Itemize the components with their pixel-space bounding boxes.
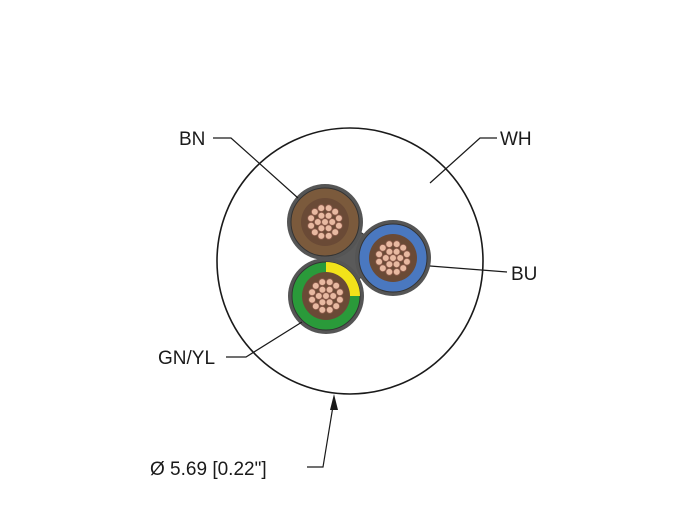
copper-strand — [324, 224, 333, 233]
copper-strand — [378, 244, 387, 252]
copper-strand — [403, 250, 411, 259]
copper-strand — [324, 204, 333, 212]
copper-strand — [325, 285, 334, 294]
leader-line-gnyl — [226, 321, 303, 358]
label-wh: WH — [500, 129, 532, 150]
copper-strand — [324, 232, 333, 240]
copper-strand — [308, 288, 316, 297]
copper-strand — [392, 247, 401, 256]
label-bn: BN — [179, 129, 205, 150]
label-bu: BU — [511, 264, 537, 285]
copper-strand — [317, 211, 326, 220]
label-diameter: Ø 5.69 [0.22"] — [150, 459, 267, 480]
copper-strand — [329, 292, 338, 300]
copper-strand — [311, 228, 319, 237]
copper-strand — [335, 221, 343, 230]
leader-line-wh — [429, 137, 497, 184]
copper-strand — [392, 240, 401, 248]
copper-strand — [392, 268, 401, 276]
copper-strand — [332, 281, 340, 290]
copper-strand — [399, 264, 408, 272]
copper-strand — [318, 298, 327, 307]
leader-line-diameter — [307, 399, 335, 468]
copper-strand — [335, 214, 343, 223]
copper-strand — [313, 218, 322, 226]
copper-strand — [324, 211, 333, 220]
copper-strand — [375, 250, 383, 259]
copper-strand — [310, 208, 319, 216]
copper-strands — [308, 278, 344, 314]
copper-strand — [381, 254, 390, 262]
leader-line-bu — [429, 265, 508, 273]
copper-strand — [312, 302, 320, 311]
copper-strand — [392, 260, 401, 269]
copper-strand — [389, 254, 397, 262]
leader-line-bn — [213, 137, 299, 199]
copper-strand — [336, 288, 344, 297]
copper-strand — [379, 264, 387, 273]
copper-strand — [318, 285, 327, 294]
copper-strand — [385, 268, 394, 276]
copper-strand — [314, 292, 323, 300]
copper-strand — [385, 240, 394, 248]
copper-strand — [385, 260, 394, 269]
copper-strand — [317, 224, 326, 233]
copper-strand — [321, 218, 329, 226]
copper-strand — [322, 292, 330, 300]
copper-strand — [311, 282, 320, 290]
copper-strand — [331, 207, 339, 216]
diameter-arrowhead — [330, 394, 338, 410]
copper-strands — [375, 240, 411, 276]
copper-strand — [399, 243, 407, 252]
copper-strand — [318, 306, 327, 314]
copper-strand — [325, 278, 334, 286]
copper-strand — [318, 278, 327, 286]
copper-strand — [396, 254, 405, 262]
copper-strand — [307, 221, 315, 230]
copper-strand — [325, 306, 334, 314]
conductor-green-yellow — [288, 258, 364, 334]
label-gn-yl: GN/YL — [158, 348, 215, 369]
copper-strand — [317, 232, 326, 240]
copper-strand — [332, 302, 341, 310]
copper-strand — [307, 214, 315, 223]
copper-strands — [307, 204, 343, 240]
copper-strand — [317, 204, 326, 212]
copper-strand — [328, 218, 337, 226]
conductor-blue — [355, 220, 431, 296]
copper-strand — [403, 257, 411, 266]
copper-strand — [375, 257, 383, 266]
copper-strand — [325, 298, 334, 307]
copper-strand — [331, 228, 340, 236]
conductor-brown — [287, 184, 363, 260]
copper-strand — [336, 295, 344, 304]
copper-strand — [308, 295, 316, 304]
copper-strand — [385, 247, 394, 256]
